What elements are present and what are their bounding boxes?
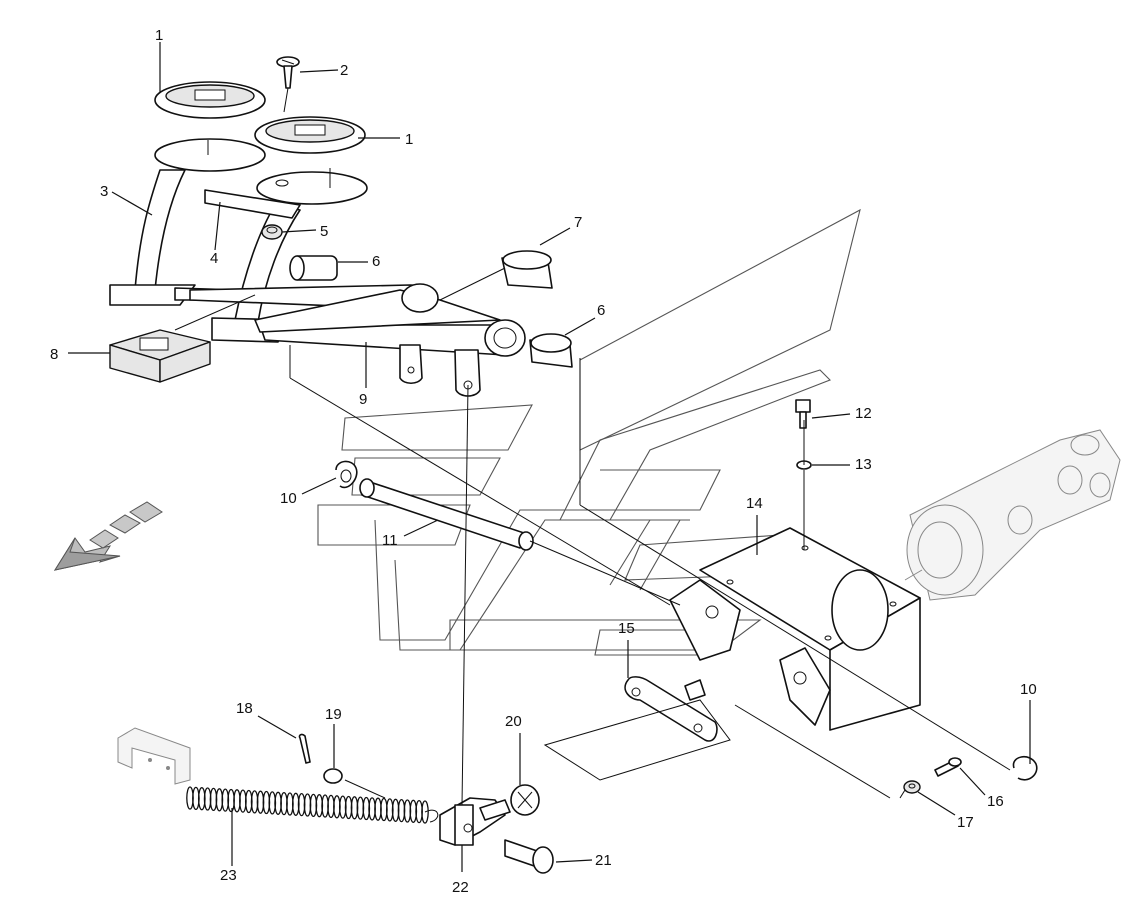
pedal-pad-left [154, 81, 266, 172]
bushing-upper [289, 255, 338, 281]
spring-coil [421, 800, 429, 824]
spring-anchor-bracket [117, 727, 191, 785]
label-14: 14 [746, 495, 763, 512]
pedal-arm-left [109, 169, 241, 306]
pedal-pad-right [254, 116, 368, 205]
return-spring [186, 786, 439, 824]
label-1-right: 1 [405, 131, 413, 148]
label-2: 2 [340, 62, 348, 79]
retaining-clip-right [1012, 756, 1038, 781]
bushing-middle [501, 250, 553, 289]
part-labels: 1 2 1 3 4 5 6 7 6 8 9 10 11 12 13 14 15 … [50, 27, 1037, 896]
link-plate [624, 676, 718, 742]
master-cylinder [904, 429, 1121, 601]
direction-arrow-icon [53, 501, 163, 571]
retaining-clip-left [335, 460, 358, 489]
leader-lines [68, 42, 1031, 872]
label-16: 16 [987, 793, 1004, 810]
label-4: 4 [210, 250, 218, 267]
clevis-pin [504, 839, 554, 874]
spring-hook [424, 809, 439, 823]
label-8: 8 [50, 346, 58, 363]
label-12: 12 [855, 405, 872, 422]
foot-pad-block [109, 329, 211, 383]
label-1-left: 1 [155, 27, 163, 44]
label-23: 23 [220, 867, 237, 884]
label-3: 3 [100, 183, 108, 200]
spring-washer [323, 768, 343, 784]
bushing-lower [529, 333, 573, 368]
label-13: 13 [855, 456, 872, 473]
label-11: 11 [382, 532, 398, 549]
pedal-shaft [189, 283, 526, 397]
bolt [795, 399, 811, 429]
label-6-upper: 6 [372, 253, 380, 270]
pivot-pin [359, 478, 534, 551]
label-20: 20 [505, 713, 522, 730]
bolt-small [934, 757, 962, 777]
clevis-bushing [510, 784, 540, 816]
label-19: 19 [325, 706, 342, 723]
label-17: 17 [957, 814, 974, 831]
label-10-left: 10 [280, 490, 297, 507]
nut-small [903, 780, 921, 794]
mounting-bracket [669, 527, 921, 731]
label-7: 7 [574, 214, 582, 231]
label-15: 15 [618, 620, 635, 637]
clevis [439, 797, 511, 846]
screw [276, 56, 300, 113]
label-6-lower: 6 [597, 302, 605, 319]
nut [261, 224, 283, 240]
label-5: 5 [320, 223, 328, 240]
plate [204, 189, 301, 219]
label-21: 21 [595, 852, 612, 869]
cotter-pin [298, 733, 311, 764]
label-22: 22 [452, 879, 469, 896]
label-18: 18 [236, 700, 253, 717]
label-10-right: 10 [1020, 681, 1037, 698]
link-shadow [543, 699, 731, 781]
label-9: 9 [359, 391, 367, 408]
